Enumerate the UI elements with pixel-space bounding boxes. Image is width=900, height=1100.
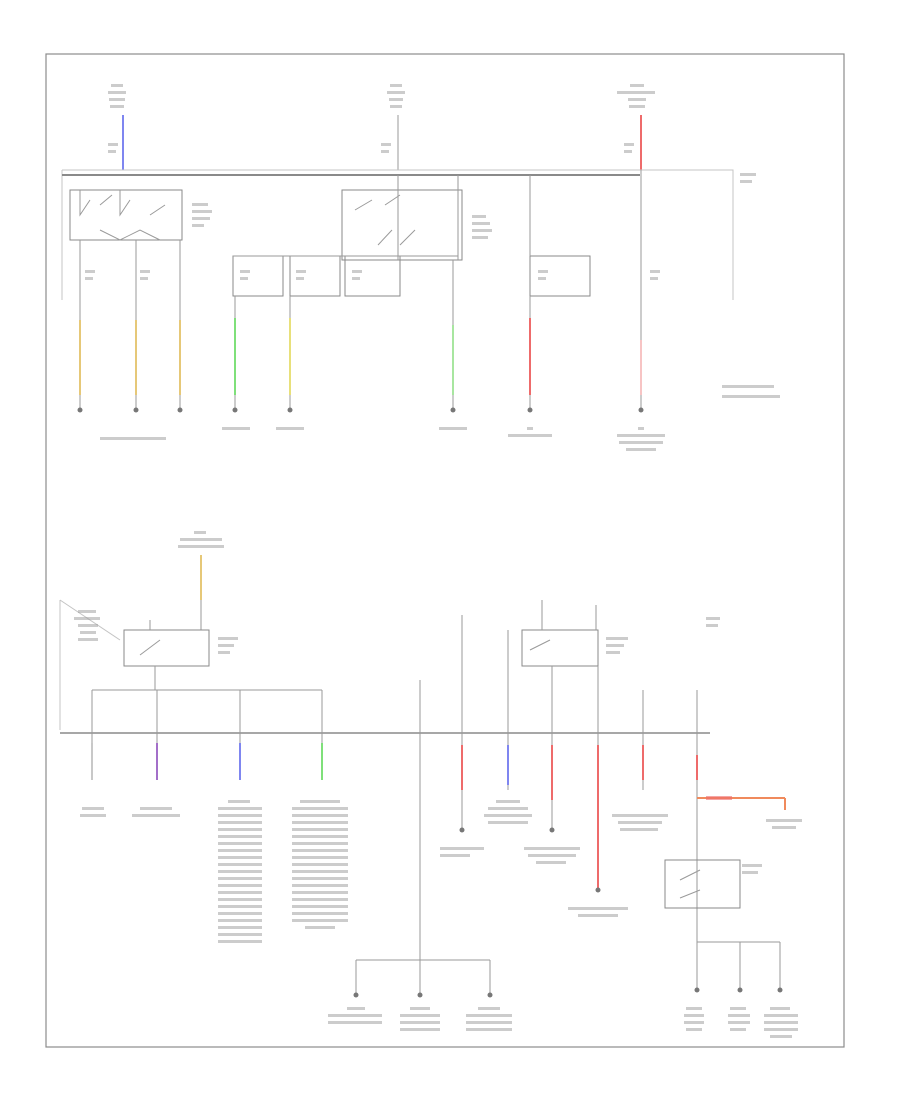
relay-bottom-left [123, 629, 210, 667]
component-labels-bottom [80, 796, 802, 1038]
branch-wires-top [79, 170, 642, 410]
source-label-left [108, 84, 126, 108]
diagram-frame [45, 53, 845, 1048]
relay-bottom-left-contacts [139, 620, 161, 656]
fuse-labels-top [85, 270, 660, 280]
relay-center-contacts [354, 194, 416, 246]
component-labels-top [100, 427, 665, 451]
relay-left-label [192, 203, 212, 227]
wire-labels-top [108, 143, 634, 153]
relay-far-right-label [742, 864, 762, 874]
fuse-box-top-4 [529, 255, 591, 297]
fuse-box-top-2 [289, 255, 341, 297]
relay-center [341, 189, 463, 261]
relay-bottom-right [521, 629, 599, 667]
relay-left-contacts [79, 190, 166, 217]
source-label-center [387, 84, 405, 108]
fuse-box-top-1 [232, 255, 284, 297]
relay-left [69, 189, 183, 241]
relay-center-label [472, 215, 492, 239]
relay-far-right-contacts [679, 869, 701, 899]
fuse-box-top-3 [344, 255, 401, 297]
relay-bottom-right-contacts [529, 600, 597, 651]
fuse-block-top-label-marks [740, 173, 756, 183]
relay-left-coil [99, 229, 161, 241]
source-label-right [617, 84, 655, 108]
branch-wires-bottom-left [91, 690, 323, 780]
fuse-block-top-outline [61, 169, 734, 300]
side-label-bottom-left [74, 610, 100, 641]
fuse-block-bottom-label [706, 617, 720, 627]
relay-bottom-right-label [606, 637, 628, 654]
connector-pins-top [77, 407, 644, 413]
legend [722, 385, 780, 398]
relay-bottom-far-right [664, 859, 741, 909]
source-label-bottom-left [178, 531, 224, 548]
connector-pins-bottom [353, 827, 783, 998]
relay-bottom-left-label [218, 637, 238, 654]
